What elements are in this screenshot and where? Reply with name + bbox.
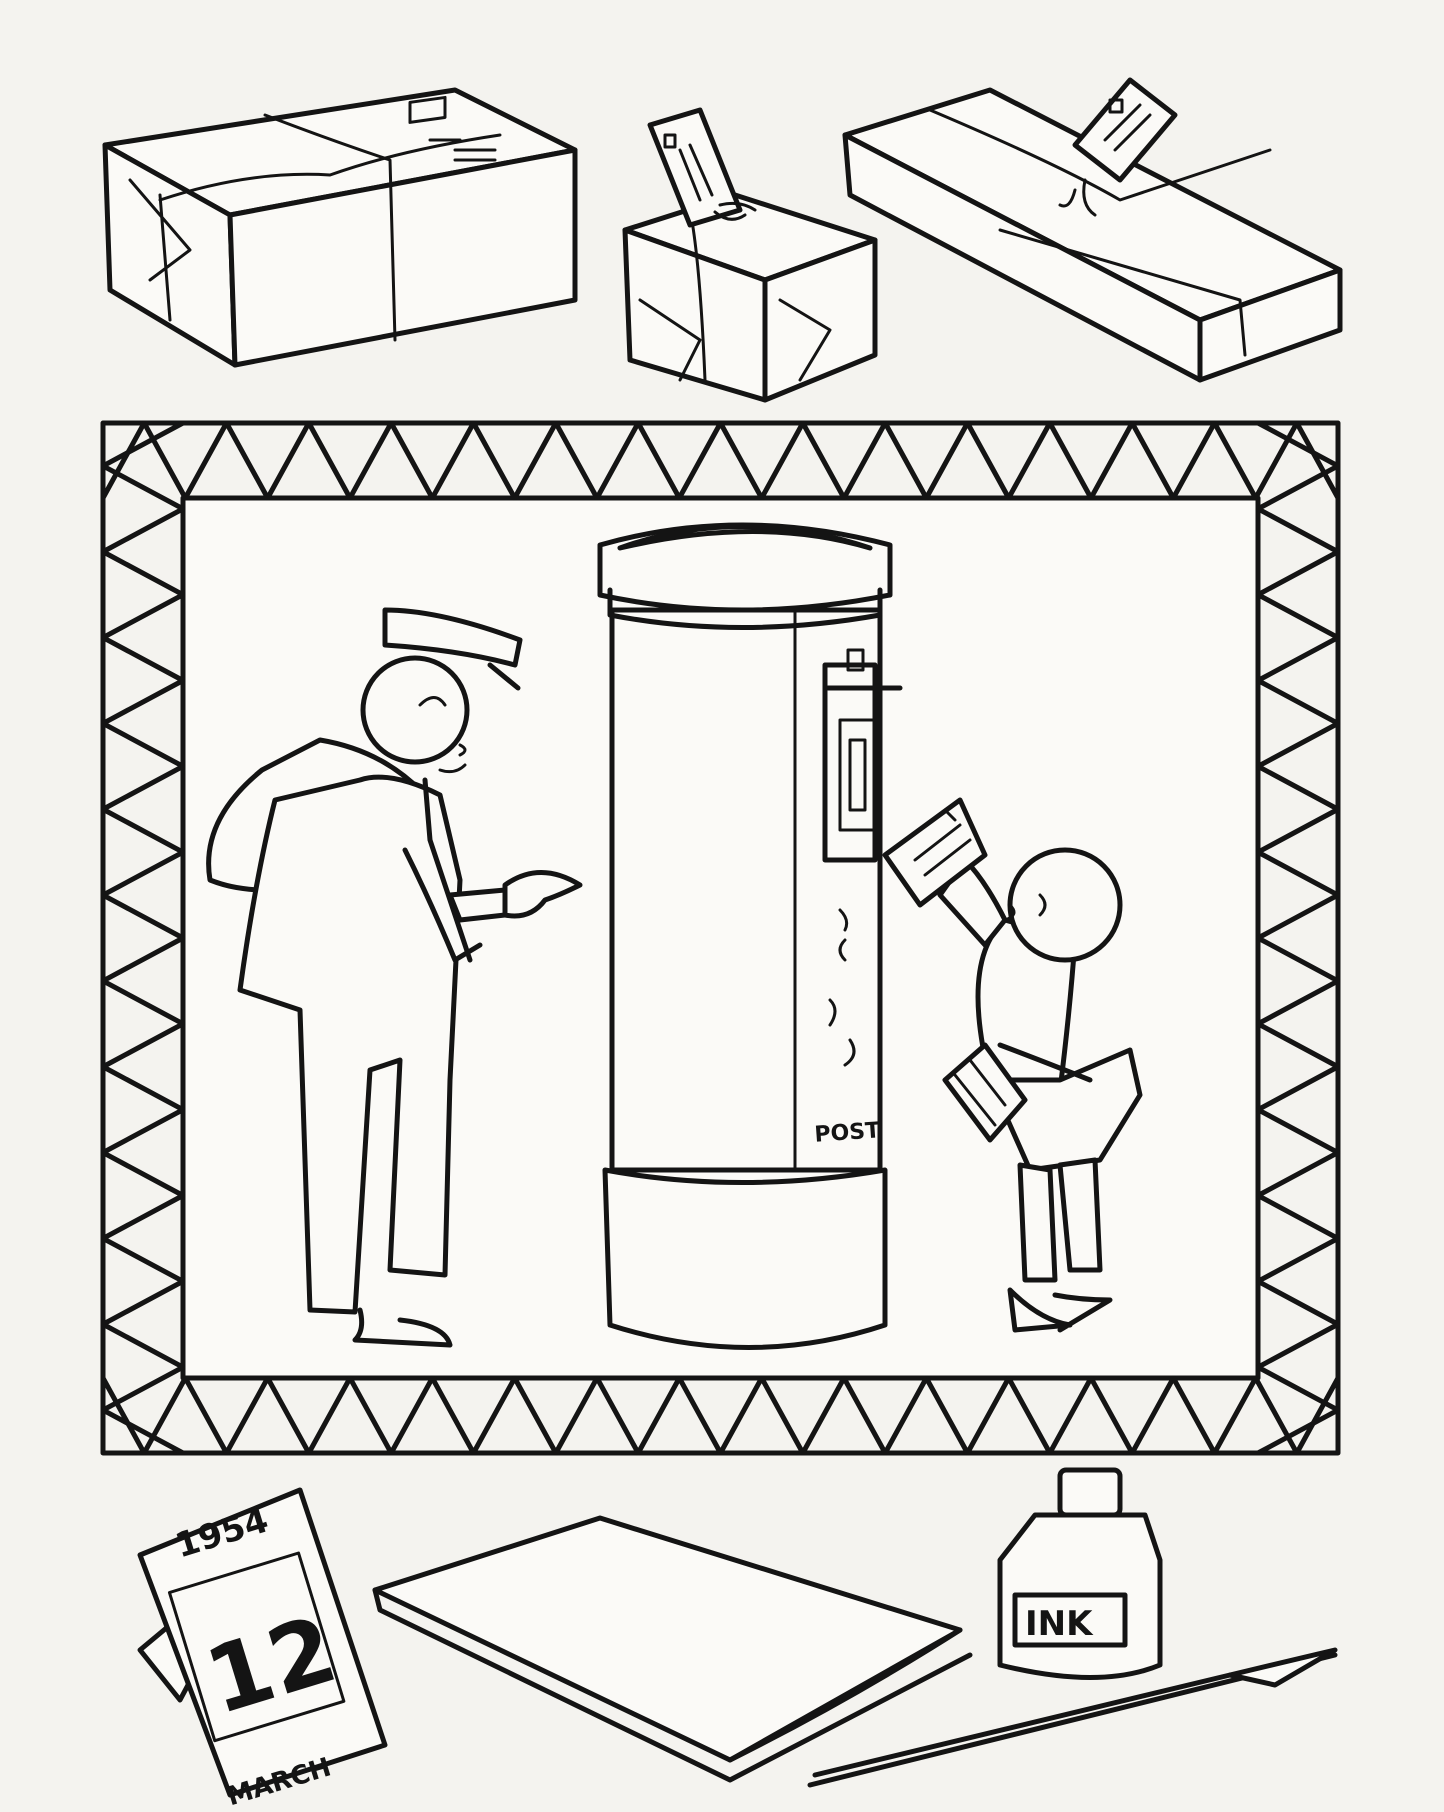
pillar-box: POST [597,522,903,1350]
zigzag-segment [100,1375,1341,1456]
desk-calendar: 1954 12 MARCH [137,1487,388,1812]
ink-bottle-label: INK [1025,1604,1094,1644]
pillar-box-crown-marks [828,908,856,1067]
parcel-address-label [408,95,497,162]
pillar-box-text: POST [814,1118,881,1148]
writing-paper-stack [372,1515,973,1783]
postman [206,607,583,1348]
parcel-large-left [102,87,578,368]
dip-pen [807,1647,1338,1788]
parcel-small-tagged [622,107,878,403]
zigzag-border [100,420,1341,1456]
pillar-box-slot-panel [822,648,903,863]
luggage-tag [1058,77,1178,217]
letters-bundle [942,1042,1028,1143]
letter-held-up [882,797,988,908]
boy [882,797,1143,1333]
ink-bottle: INK [997,1467,1163,1680]
zigzag-segment [1255,420,1341,1456]
zigzag-segment [100,420,186,1456]
zigzag-segment [100,420,1341,501]
luggage-tag [647,107,757,228]
parcel-long-tagged [842,77,1343,383]
